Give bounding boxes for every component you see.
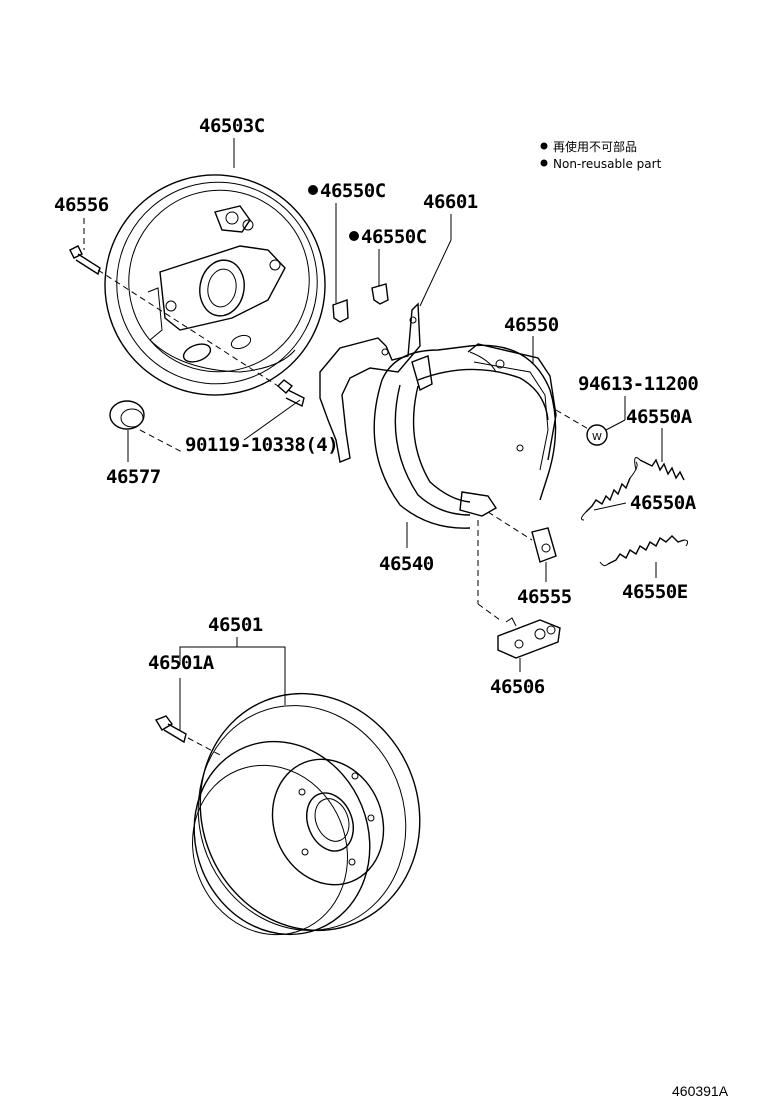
spring-46550e-drawing	[599, 535, 689, 567]
label-46550a-2: 46550A	[630, 492, 697, 514]
label-46540: 46540	[379, 553, 434, 575]
label-backing-plate: 46503C	[199, 115, 265, 137]
label-46556: 46556	[54, 194, 109, 216]
label-46601: 46601	[423, 191, 478, 213]
label-clip-1: 46550C	[320, 180, 386, 202]
leader-lines	[83, 138, 663, 757]
label-46550e: 46550E	[622, 581, 688, 603]
washer-w-symbol: W	[592, 432, 602, 443]
label-46506: 46506	[490, 676, 545, 698]
bolt-90119-drawing	[276, 379, 305, 408]
reference-code: 460391A	[672, 1083, 729, 1099]
label-46577: 46577	[106, 466, 161, 488]
clip-46550c-drawing	[332, 283, 389, 323]
bolt-46501a-drawing	[154, 715, 187, 744]
label-46501a: 46501A	[148, 652, 215, 674]
backing-plate-drawing	[104, 174, 326, 396]
legend-text-en: Non-reusable part	[553, 157, 662, 171]
label-46550a-1: 46550A	[626, 406, 693, 428]
label-clip-2: 46550C	[361, 226, 427, 248]
label-46550: 46550	[504, 314, 559, 336]
plug-46577-drawing	[109, 400, 145, 430]
lever-46601-drawing	[319, 302, 421, 463]
brake-drum-drawing	[192, 692, 421, 936]
non-reusable-bullet-icon	[349, 231, 359, 241]
legend: 再使用不可部品 Non-reusable part	[540, 139, 662, 171]
non-reusable-markers	[308, 185, 359, 241]
legend-text-jp: 再使用不可部品	[553, 139, 637, 154]
brake-shoe-drawing	[373, 343, 557, 529]
non-reusable-bullet-icon	[308, 185, 318, 195]
label-90119: 90119-10338(4)	[185, 434, 338, 456]
legend-bullet-icon	[540, 159, 548, 167]
part-labels: 46503C 46556 46550C 46550C 46601 46550 9…	[54, 115, 699, 698]
label-46555: 46555	[517, 586, 572, 608]
label-46501: 46501	[208, 614, 263, 636]
legend-bullet-icon	[540, 142, 548, 150]
adjuster-46506-drawing	[497, 617, 561, 659]
label-94613: 94613-11200	[578, 373, 698, 395]
bolt-46556-drawing	[69, 245, 101, 276]
spring-46550a-drawing	[580, 457, 685, 521]
washer-94613-drawing: W	[586, 424, 608, 446]
clip-46555-drawing	[531, 527, 557, 563]
